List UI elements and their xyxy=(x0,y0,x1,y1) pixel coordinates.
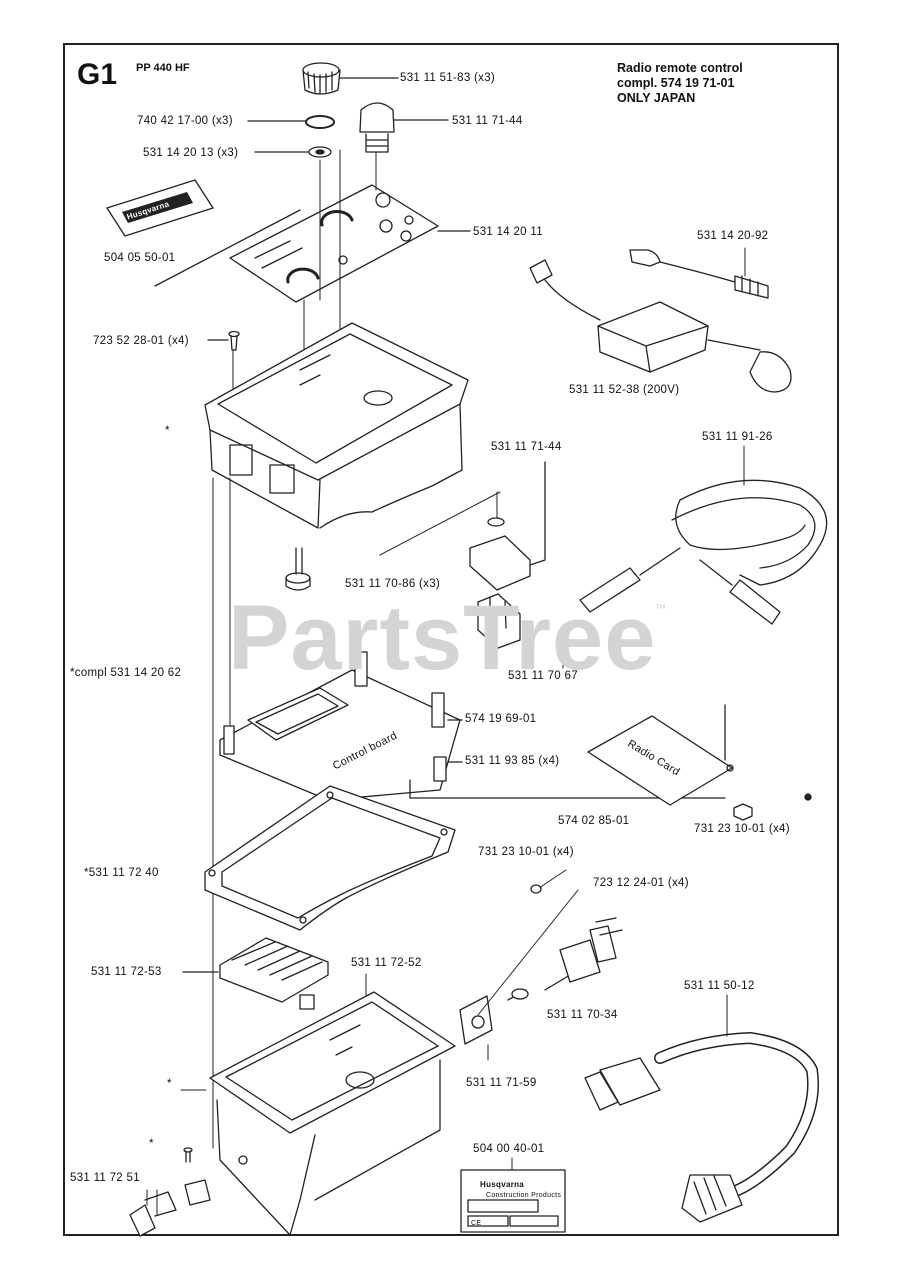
part-label: 574 19 69-01 xyxy=(465,713,537,725)
watermark: PartsTree xyxy=(228,587,657,689)
part-label: *531 11 72 40 xyxy=(84,867,159,879)
knob-part xyxy=(302,62,399,95)
screw-part xyxy=(207,330,240,351)
part-label: * xyxy=(165,425,170,437)
part-label: 531 14 20 13 (x3) xyxy=(143,147,239,159)
section-code: G1 xyxy=(77,58,118,91)
plug-set-part xyxy=(129,1179,211,1237)
part-label: 531 11 70 67 xyxy=(508,670,578,682)
part-label: * xyxy=(149,1138,154,1150)
lower-housing-part xyxy=(180,973,456,1236)
radio-card-part xyxy=(587,715,812,806)
part-label: 531 14 20-92 xyxy=(697,230,769,242)
part-label: 531 11 71-44 xyxy=(491,441,562,453)
o-ring-part xyxy=(305,115,335,129)
note-line-2: compl. 574 19 71-01 xyxy=(617,76,735,90)
part-label: 531 11 93 85 (x4) xyxy=(465,755,560,767)
part-label: 531 11 71-59 xyxy=(466,1077,537,1089)
part-label: * xyxy=(167,1078,172,1090)
power-supply-part xyxy=(529,259,792,393)
watermark-tm: ™ xyxy=(655,603,666,615)
part-label: *compl 531 14 20 62 xyxy=(70,667,182,679)
top-housing-part xyxy=(204,322,469,529)
plate-subtitle-text: Construction Products xyxy=(486,1192,562,1199)
part-label: 504 00 40-01 xyxy=(473,1143,545,1155)
part-label: 531 11 50-12 xyxy=(684,980,755,992)
part-label: 731 23 10-01 (x4) xyxy=(478,846,574,858)
part-label: 723 12 24-01 (x4) xyxy=(593,877,689,889)
part-label: 531 11 52-38 (200V) xyxy=(569,384,680,396)
part-label: 531 11 70-34 xyxy=(547,1009,618,1021)
part-label: 531 11 71-44 xyxy=(452,115,523,127)
adapter-cable-part xyxy=(629,247,769,299)
spacer-bolt-part xyxy=(285,547,311,591)
part-label: 531 14 20 11 xyxy=(473,226,543,238)
part-label: 723 52 28-01 (x4) xyxy=(93,335,189,347)
battery-pack-part xyxy=(182,937,329,1003)
husqvarna-decal-part xyxy=(106,179,214,237)
part-label: 731 23 10-01 (x4) xyxy=(694,823,790,835)
model-label: PP 440 HF xyxy=(136,62,190,74)
control-board-part xyxy=(219,651,726,801)
gasket-part xyxy=(204,785,456,931)
part-label: 574 02 85-01 xyxy=(558,815,630,827)
strap-part xyxy=(579,445,828,625)
small-screw-part xyxy=(183,1147,193,1163)
rating-plate-part xyxy=(460,1157,566,1233)
note-line-1: Radio remote control xyxy=(617,61,743,75)
part-label: 740 42 17-00 (x3) xyxy=(137,115,233,127)
note-line-3: ONLY JAPAN xyxy=(617,91,696,105)
nut-part xyxy=(733,803,753,821)
connection-cable-part xyxy=(584,994,820,1223)
part-label: 531 11 91-26 xyxy=(702,431,773,443)
part-label: 531 11 51-83 (x3) xyxy=(400,72,496,84)
top-panel-part xyxy=(229,184,471,303)
part-label: 531 11 72-53 xyxy=(91,966,162,978)
part-label: 504 05 50-01 xyxy=(104,252,176,264)
washer-part xyxy=(308,146,332,158)
part-label: 531 11 72-52 xyxy=(351,957,422,969)
part-label: 531 11 70-86 (x3) xyxy=(345,578,441,590)
plate-ce-mark: CE xyxy=(471,1220,482,1227)
connector-bracket-part xyxy=(459,869,623,1061)
clip-part xyxy=(477,593,521,649)
plate-brand-text: Husqvarna xyxy=(480,1180,525,1189)
plug-cap-part xyxy=(359,102,449,153)
bracket-part xyxy=(469,461,546,591)
part-label: 531 11 72 51 xyxy=(70,1172,140,1184)
remote-control-note: Radio remote control compl. 574 19 71-01… xyxy=(617,61,743,106)
